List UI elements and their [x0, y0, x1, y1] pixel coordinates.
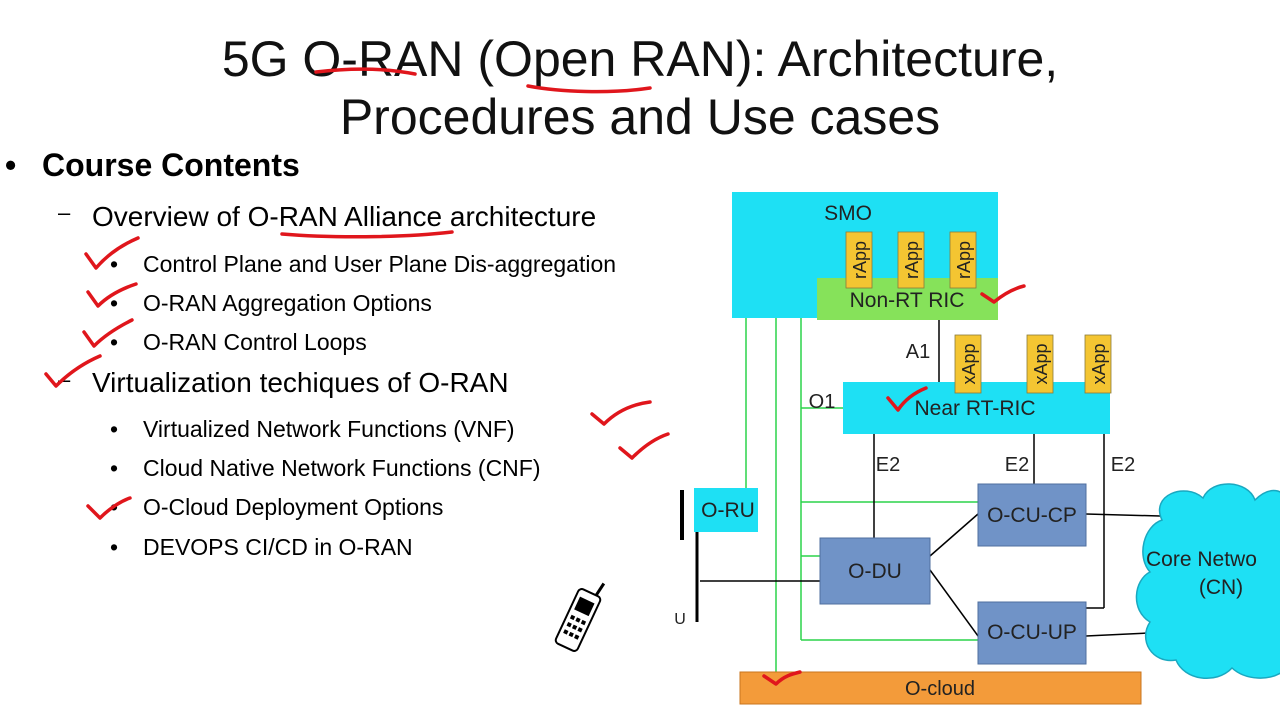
rapp-label: rApp [954, 241, 974, 279]
title-line-1: 5G O-RAN (Open RAN): Architecture, [221, 31, 1059, 87]
rapp-2: rApp [897, 231, 925, 289]
bullet-dot: • [110, 455, 119, 481]
o-cloud-box [739, 671, 1142, 705]
core-network-label-2: (CN) [1199, 576, 1243, 599]
bullet-dot: • [5, 147, 17, 183]
xapp-label: xApp [1031, 343, 1051, 384]
mobile-phone-icon [554, 582, 606, 652]
xapp-label: xApp [959, 343, 979, 384]
o-cu-up-box [977, 601, 1087, 665]
section-overview: Overview of O-RAN Alliance architecture [92, 201, 597, 232]
o-cloud-label: O-cloud [905, 678, 975, 700]
e2-label-up: E2 [1111, 454, 1135, 476]
list-item: O-Cloud Deployment Options [143, 494, 444, 520]
list-item: DEVOPS CI/CD in O-RAN [143, 534, 413, 560]
core-network-cloud [1135, 483, 1280, 679]
o-cu-cp-label: O-CU-CP [987, 504, 1077, 527]
e2-label-cp: E2 [1005, 454, 1029, 476]
xapp-1: xApp [954, 334, 982, 394]
o-du-box [819, 537, 931, 605]
o-cu-up-label: O-CU-UP [987, 621, 1077, 644]
list-item: Virtualized Network Functions (VNF) [143, 416, 515, 442]
rapp-1: rApp [845, 231, 873, 289]
section-virtualization: Virtualization techiques of O-RAN [92, 367, 509, 398]
list-item: Control Plane and User Plane Dis-aggrega… [143, 251, 617, 277]
bullet-dot: • [110, 534, 119, 560]
title-line-2: Procedures and Use cases [339, 89, 941, 145]
o-cu-cp-box [977, 483, 1087, 547]
rapp-label: rApp [902, 241, 922, 279]
e2-links [680, 434, 1171, 637]
e2-label-du: E2 [876, 454, 900, 476]
bullet-dot: • [110, 416, 119, 442]
non-rt-ric-label: Non-RT RIC [850, 289, 965, 312]
rapp-label: rApp [850, 241, 870, 279]
smo-label: SMO [824, 202, 872, 225]
o-du-label: O-DU [848, 560, 902, 583]
rapp-3: rApp [949, 231, 977, 289]
list-item: O-RAN Aggregation Options [143, 290, 432, 316]
list-item: Cloud Native Network Functions (CNF) [143, 455, 541, 481]
o-ru-label: O-RU [701, 499, 755, 522]
xapp-2: xApp [1026, 334, 1054, 394]
a1-label: A1 [906, 341, 930, 363]
slide-title: 5G O-RAN (Open RAN): Architecture, Proce… [0, 30, 1280, 146]
dash-marker: – [58, 200, 71, 225]
list-item: O-RAN Control Loops [143, 329, 367, 355]
xapp-3: xApp [1084, 334, 1112, 394]
o1-label: O1 [809, 391, 836, 413]
near-rt-ric-label: Near RT-RIC [915, 397, 1036, 420]
o-cloud-links [745, 318, 978, 672]
o-ru-box [694, 488, 758, 532]
course-contents-heading: Course Contents [42, 147, 300, 183]
xapp-label: xApp [1089, 343, 1109, 384]
core-network-label-1: Core Netwo [1146, 548, 1257, 571]
u-label: U [674, 611, 686, 628]
